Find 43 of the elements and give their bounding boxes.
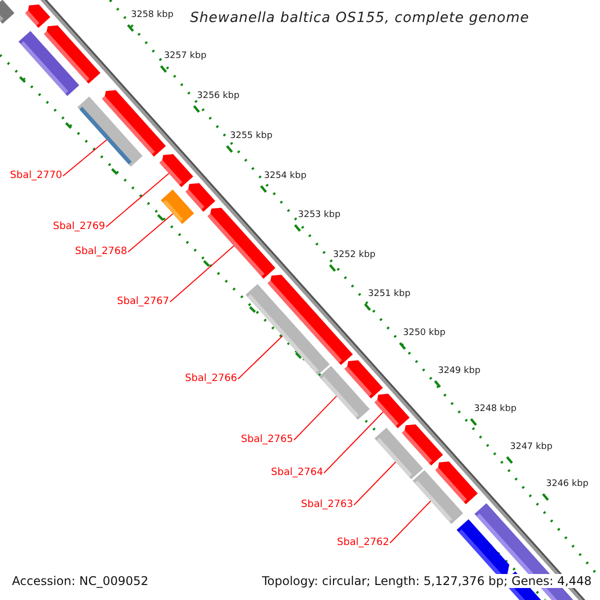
gene-label: Sbal_2766 <box>185 374 238 384</box>
gene-bar <box>160 190 194 224</box>
tick-label: 3252 kbp <box>333 251 376 260</box>
gene-label: Sbal_2762 <box>337 538 390 548</box>
accession-text: Accession: NC_009052 <box>10 574 150 588</box>
tick-label: 3255 kbp <box>230 132 272 141</box>
gene-bar <box>319 366 370 420</box>
leader-line <box>354 461 396 506</box>
gene-label: Sbal_2768 <box>75 247 128 257</box>
gene-label: Sbal_2769 <box>53 222 106 232</box>
tick-label: 3246 kbp <box>546 480 588 489</box>
tick-label: 3247 kbp <box>510 443 552 452</box>
tick-label: 3249 kbp <box>438 367 480 376</box>
gene-label: Sbal_2763 <box>301 500 354 510</box>
leader-line <box>294 396 338 440</box>
tick-label: 3250 kbp <box>403 329 446 338</box>
gene-feature <box>207 208 276 279</box>
gene-bar <box>77 96 143 167</box>
leader-line <box>238 335 284 380</box>
gene-label: Sbal_2770 <box>10 171 62 181</box>
tick-label: 3256 kbp <box>197 92 240 101</box>
leader-line <box>390 500 432 544</box>
tick-label: 3253 kbp <box>298 211 340 220</box>
gene-feature <box>159 154 194 188</box>
tick-label: 3248 kbp <box>474 405 516 414</box>
leader-line <box>170 245 234 302</box>
leader-line <box>106 172 170 228</box>
gene-label: Sbal_2764 <box>271 468 324 478</box>
topology-text: Topology: circular; Length: 5,127,376 bp; Genes: 4,448 <box>260 574 594 588</box>
tick-label: 3251 kbp <box>368 290 410 299</box>
tick-label: 3254 kbp <box>264 172 306 181</box>
tick-label: 3258 kbp <box>131 11 174 20</box>
leader-line <box>324 412 384 474</box>
genome-title: Shewanella baltica OS155, complete genome <box>190 11 530 25</box>
tick-label: 3257 kbp <box>164 52 206 61</box>
gene-feature <box>374 394 410 428</box>
gene-bar <box>412 470 464 524</box>
gene-label: Sbal_2767 <box>117 297 170 307</box>
gene-bar <box>374 428 424 480</box>
gene-bar <box>246 284 330 376</box>
gene-label: Sbal_2765 <box>241 435 294 445</box>
leader-line <box>62 139 108 176</box>
leader-line <box>128 213 174 252</box>
